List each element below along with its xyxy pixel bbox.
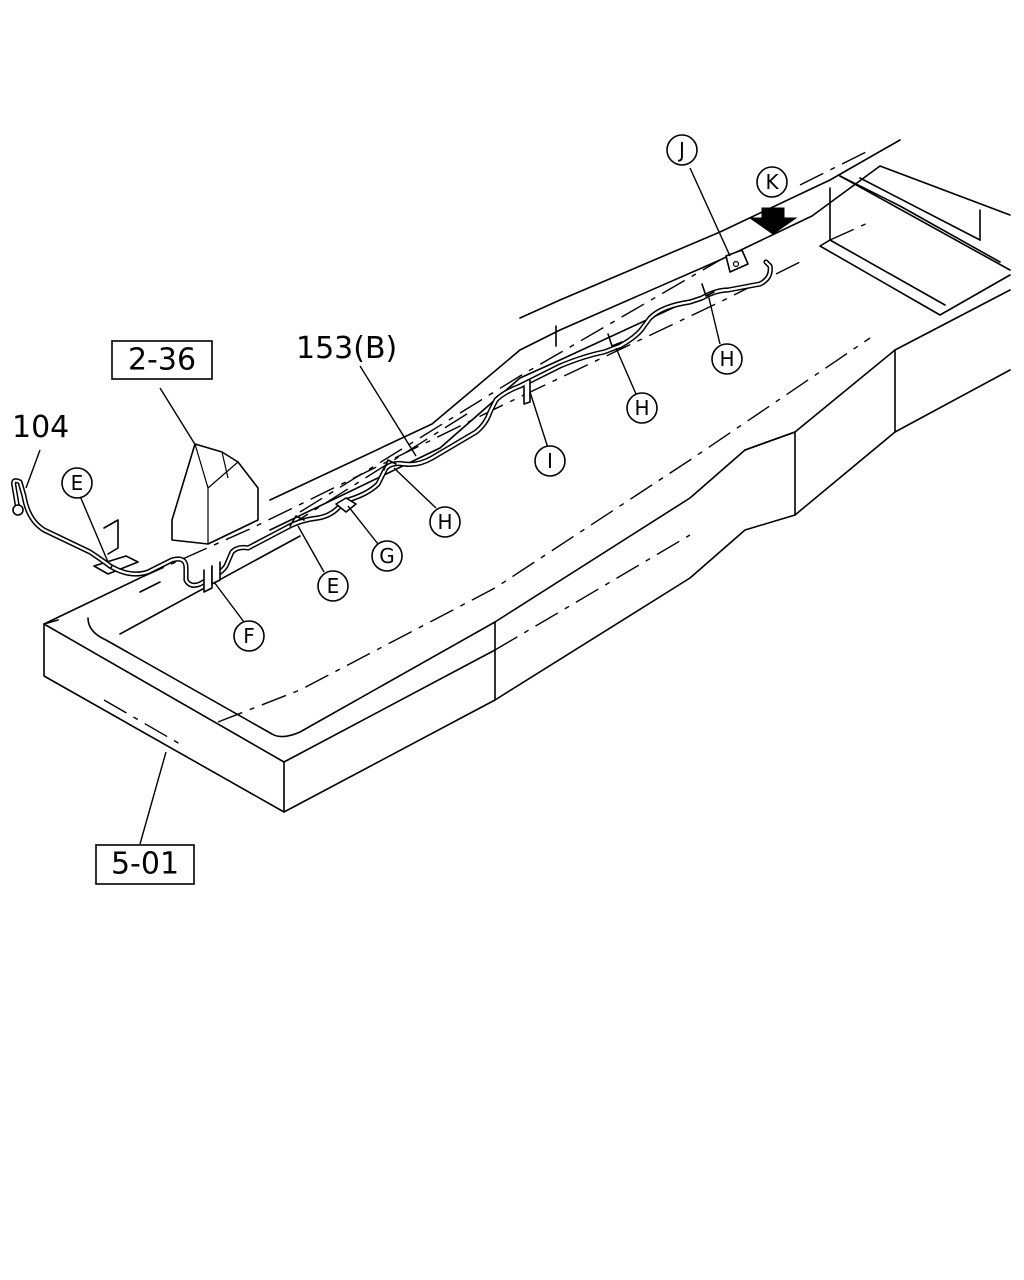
callout-g: G [371,540,403,572]
callout-h-right: H [711,343,743,375]
clip-bracket [93,519,161,593]
callout-k: K [756,166,788,198]
reference-box-lower-label: 5-01 [111,847,179,882]
callout-k-label: K [765,170,779,194]
leader-lines [25,167,731,845]
callout-f-label: F [243,624,255,648]
callout-h-mid: H [626,392,658,424]
callout-j-label: J [677,138,685,162]
down-arrow-icon [748,207,798,235]
bracket-assembly [171,443,259,545]
reference-box-lower: 5-01 [95,844,195,885]
callout-e-left: E [61,467,93,499]
callout-j: J [666,134,698,166]
callout-i-label: I [547,449,553,473]
pipe-clips [203,249,749,593]
hose-part-label: 104 [12,410,69,445]
flexible-hose [11,478,113,569]
reference-box-upper-label: 2-36 [128,343,196,378]
reference-box-upper: 2-36 [111,340,213,380]
callout-h-right-label: H [719,347,734,371]
callout-f: F [233,620,265,652]
callout-h-left-label: H [437,510,452,534]
callout-g-label: G [379,544,395,568]
callout-h-left: H [429,506,461,538]
pipe-part-label: 153(B) [296,331,397,366]
callout-e-left-label: E [71,471,84,495]
callout-e-mid: E [317,570,349,602]
callout-i: I [534,445,566,477]
callout-h-mid-label: H [634,396,649,420]
callout-e-mid-label: E [327,574,340,598]
